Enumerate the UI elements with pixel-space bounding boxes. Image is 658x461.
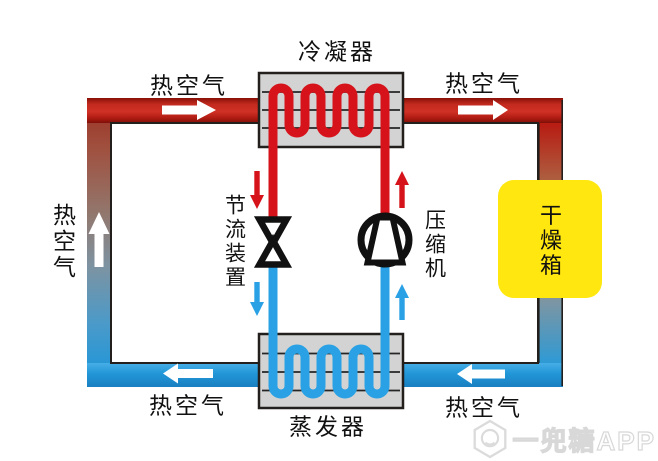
compressor-label: 压缩机 xyxy=(422,209,446,281)
hot-air-label-left: 热空气 xyxy=(49,203,76,281)
drying-box-label: 干燥箱 xyxy=(537,203,562,279)
hot-air-label-bottom-right: 热空气 xyxy=(445,394,523,421)
inner-loop-outline xyxy=(110,122,539,364)
condenser-label: 冷凝器 xyxy=(298,38,376,65)
refrigerant-arrow-down-cold xyxy=(250,282,264,316)
refrigerant-arrows xyxy=(250,171,409,320)
drying-box xyxy=(498,180,602,298)
condenser-coil xyxy=(268,83,390,229)
air-arrow-top-right xyxy=(458,100,508,120)
air-arrow-bottom-left xyxy=(163,363,213,384)
dryer-pipe-outlines xyxy=(538,100,563,386)
hot-air-label-top-left: 热空气 xyxy=(150,72,228,99)
hot-air-label-bottom-left: 热空气 xyxy=(149,392,227,419)
hot-air-label-top-right: 热空气 xyxy=(445,70,523,97)
refrigerant-arrow-up-hot xyxy=(395,171,409,208)
air-arrow-top-left xyxy=(162,100,216,120)
valve-top-triangle xyxy=(253,216,293,251)
dryer-outlet-pipe xyxy=(538,298,563,363)
air-arrow-left-up xyxy=(88,212,110,267)
refrigerant-arrow-down-hot xyxy=(250,171,264,209)
valve-bottom-triangle xyxy=(253,233,293,268)
evaporator-label: 蒸发器 xyxy=(289,413,367,440)
evaporator xyxy=(257,255,405,410)
condenser xyxy=(257,71,405,229)
refrigerant-arrow-up-cold xyxy=(395,284,409,320)
throttle-device-label: 节流装置 xyxy=(222,194,246,290)
throttle-valve-icon xyxy=(253,216,293,268)
dryer-inlet-pipe xyxy=(538,123,563,180)
air-arrow-bottom-right xyxy=(457,364,505,384)
evaporator-coil xyxy=(268,255,390,399)
compressor-trapezoid xyxy=(363,214,407,266)
compressor-icon xyxy=(357,212,413,268)
air-flow-arrows xyxy=(88,100,508,384)
